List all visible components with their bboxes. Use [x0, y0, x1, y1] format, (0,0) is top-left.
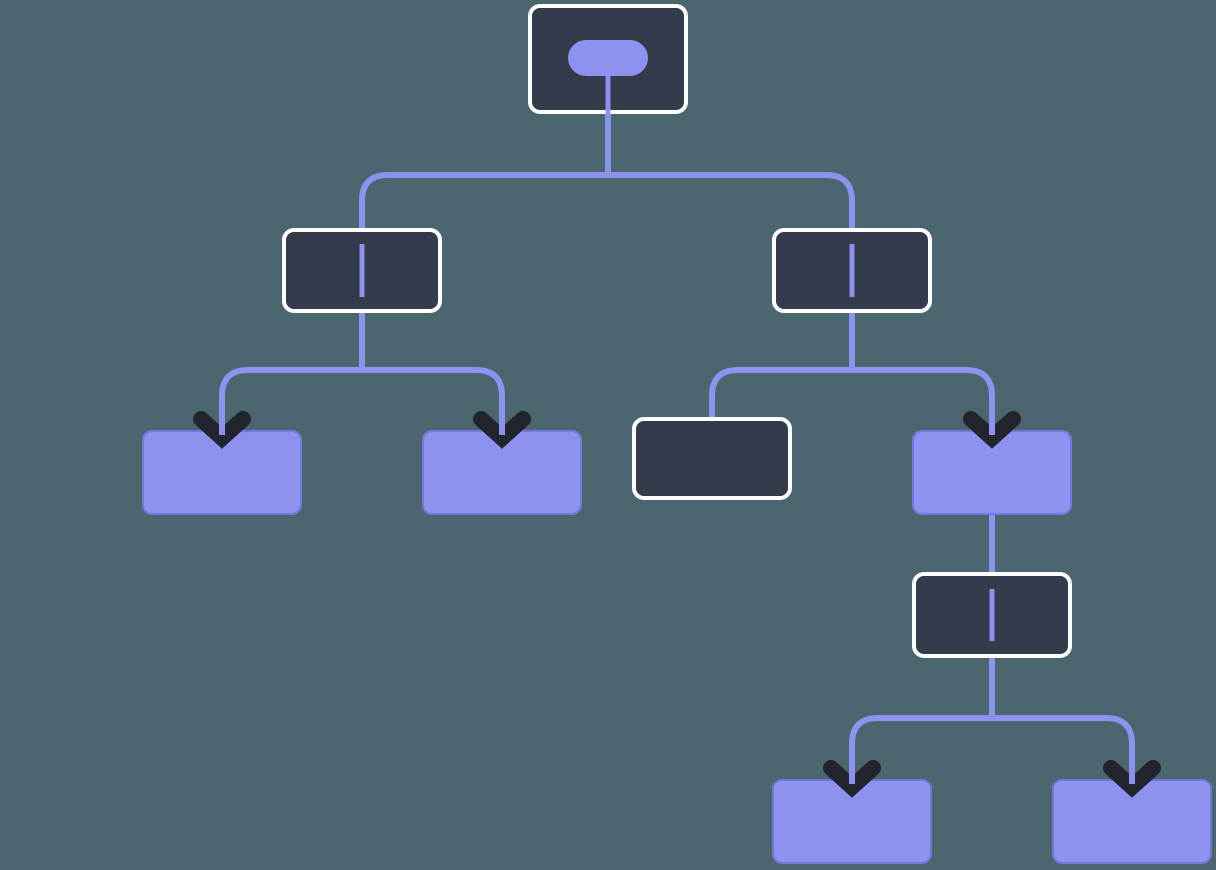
edge-level3-to-leaf-c — [849, 715, 992, 783]
edge-level1-right-to-level2-dark — [709, 367, 852, 417]
level3-dark-node[interactable] — [912, 572, 1072, 658]
edge-level1-right-to-level2-accent — [852, 367, 995, 434]
root-node[interactable] — [528, 4, 688, 114]
root-pill-marker — [568, 40, 648, 76]
edge-paths-group — [219, 114, 1135, 783]
edge-level1-left-to-leaf-b — [362, 367, 505, 434]
leaf-node-c[interactable] — [772, 779, 932, 864]
level2-accent-branch-node[interactable] — [912, 430, 1072, 515]
edge-level3-to-leaf-d — [992, 715, 1135, 783]
leaf-node-b[interactable] — [422, 430, 582, 515]
level1-right-node[interactable] — [772, 228, 932, 313]
edge-root-to-level1-left — [359, 172, 608, 228]
leaf-node-d[interactable] — [1052, 779, 1212, 864]
level1-left-node[interactable] — [282, 228, 442, 313]
edge-level1-left-to-leaf-a — [219, 367, 362, 434]
level2-dark-node[interactable] — [632, 417, 792, 500]
edge-root-to-level1-right — [608, 172, 855, 228]
leaf-node-a[interactable] — [142, 430, 302, 515]
